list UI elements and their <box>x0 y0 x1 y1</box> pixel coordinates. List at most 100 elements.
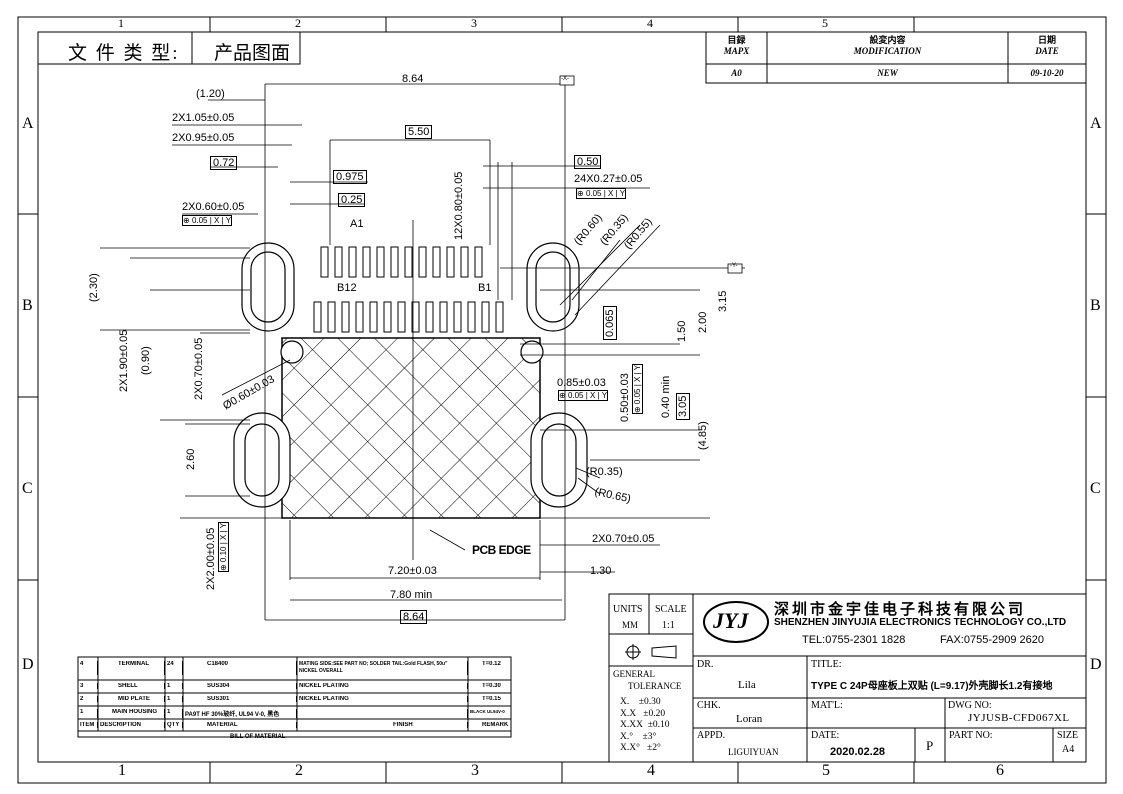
grid-row-c: C <box>22 480 33 497</box>
grid-row-b-right: B <box>1090 297 1101 314</box>
label-a1: A1 <box>350 218 364 230</box>
rev-mod: NEW <box>877 68 898 78</box>
dim-2-30: (2.30) <box>88 273 100 302</box>
dim-5-50: 5.50 <box>405 125 433 139</box>
matl-label: MAT'L: <box>811 700 843 711</box>
appd-label: APPD. <box>697 730 726 741</box>
grid-col-2-top: 2 <box>295 16 301 30</box>
dr-label: DR. <box>697 659 714 670</box>
size-label: SIZE <box>1057 730 1079 741</box>
label-b12: B12 <box>337 282 357 294</box>
grid-col-4: 4 <box>647 762 655 779</box>
grid-col-3: 3 <box>471 762 479 779</box>
title-value: TYPE C 24P母座板上双贴 (L=9.17)外壳脚长1.2有接地 <box>811 681 1053 692</box>
pcb-hatch <box>281 337 541 519</box>
dim-2-00: 2.00 <box>697 311 709 333</box>
dim-7-20: 7.20±0.03 <box>388 565 437 577</box>
grid-row-b: B <box>22 297 33 314</box>
dim-3-15: 3.15 <box>717 290 729 312</box>
fcf-2x060: ⊕ 0.05 | X | Y <box>182 215 233 226</box>
bom-row-3: 3 SHELL 1 SUS304 NICKEL PLATING T=0.30 <box>80 683 501 689</box>
radius-r035b: (R0.35) <box>586 466 623 478</box>
size-value: A4 <box>1062 744 1075 755</box>
bom-row-1: 1 MAIN HOUSING 1 PA9T HF 30%玻纤, UL94 V-0… <box>80 709 505 718</box>
rev-date: 09-10-20 <box>1030 68 1064 78</box>
dim-1-30: 1.30 <box>590 565 612 577</box>
date-label: DATE: <box>811 730 840 741</box>
dim-2x070-h: 2X0.70±0.05 <box>592 533 655 545</box>
general-label: GENERAL <box>613 669 655 679</box>
datum-x: -X- <box>561 76 569 82</box>
tolerance-table: X. ±0.30 X.X ±0.20 X.XX ±0.10 X.° ±3° X.… <box>620 697 670 753</box>
dim-2x060: 2X0.60±0.05 <box>182 201 245 213</box>
chk-label: CHK. <box>697 700 721 711</box>
grid-col-3-top: 3 <box>471 16 477 30</box>
grid-col-1-top: 1 <box>118 16 124 30</box>
company-fax: FAX:0755-2909 2620 <box>940 634 1044 646</box>
dim-8-64-top: 8.64 <box>402 73 424 85</box>
dim-7-80: 7.80 min <box>390 589 433 601</box>
title-label: TITLE: <box>811 659 842 670</box>
dim-2x190: 2X1.90±0.05 <box>118 329 130 392</box>
dim-4-85: (4.85) <box>697 421 709 450</box>
dim-2x105: 2X1.05±0.05 <box>172 112 235 124</box>
grid-ticks <box>18 17 1106 783</box>
grid-col-1: 1 <box>118 762 126 779</box>
bom-title: BILL OF MATERIAL <box>230 734 286 740</box>
dim-0-50: 0.50 <box>574 155 602 169</box>
company-name-cn: 深圳市金宇佳电子科技有限公司 <box>774 601 1027 618</box>
dwg-label: DWG NO: <box>948 700 992 711</box>
grid-col-6: 6 <box>996 762 1004 779</box>
datum-y: -Y- <box>730 263 738 269</box>
dim-0-90: (0.90) <box>140 346 152 375</box>
fcf-0-50b: ⊕ 0.05 | X | Y <box>632 363 643 414</box>
dim-1-50: 1.50 <box>676 320 688 342</box>
title-block-lines <box>608 593 1087 763</box>
dim-1-20: (1.20) <box>196 88 225 100</box>
bom-header-row: ITEM DESCRIPTION QTY MATERIAL FINISH REM… <box>80 722 509 728</box>
scale-label: SCALE <box>655 604 687 615</box>
grid-col-4-top: 4 <box>647 16 653 30</box>
dim-0-975: 0.975 <box>333 170 367 184</box>
grid-row-d: D <box>22 656 34 673</box>
rev-mark: A0 <box>731 68 742 78</box>
bom-row-4: 4 TERMINAL 24 C18400 MATING SIDE:SEE PAR… <box>80 661 501 675</box>
company-name-en: SHENZHEN JINYUJIA ELECTRONICS TECHNOLOGY… <box>774 617 1067 628</box>
units-label: UNITS <box>613 604 643 615</box>
p-label: P <box>926 738 934 753</box>
dim-0-40: 0.40 min <box>660 375 672 418</box>
grid-row-c-right: C <box>1090 480 1101 497</box>
dim-2x095: 2X0.95±0.05 <box>172 132 235 144</box>
dwg-value: JYJUSB-CFD067XL <box>968 712 1070 724</box>
bom-table-lines <box>77 656 512 738</box>
grid-row-a-right: A <box>1090 115 1102 132</box>
tolerance-label: TOLERANCE <box>628 681 682 691</box>
dim-8-64-bot: 8.64 <box>400 610 428 624</box>
appd-value: LIGUIYUAN <box>728 747 779 757</box>
fcf-24x027: ⊕ 0.05 | X | Y <box>576 188 627 199</box>
grid-col-5-top: 5 <box>822 16 828 30</box>
grid-col-2: 2 <box>295 762 303 779</box>
dim-2-60: 2.60 <box>185 448 197 470</box>
label-b1: B1 <box>478 282 492 294</box>
file-type-label: 文 件 类 型: <box>68 43 180 64</box>
dim-0-50b: 0.50±0.03 <box>619 373 631 422</box>
company-tel: TEL:0755-2301 1828 <box>802 634 906 646</box>
dim-12x080: 12X0.80±0.05 <box>453 171 465 240</box>
fcf-0-85: ⊕ 0.05 | X | Y <box>558 390 609 401</box>
scale-value: 1:1 <box>662 620 675 631</box>
fcf-2x200: ⊕ 0.10 | X | Y <box>218 521 229 572</box>
dr-value: Lila <box>738 679 756 691</box>
dim-3-05: 3.05 <box>676 392 690 420</box>
date-value: 2020.02.28 <box>830 746 886 758</box>
grid-row-d-right: D <box>1090 656 1102 673</box>
grid-col-5: 5 <box>822 762 830 779</box>
dim-2x200: 2X2.00±0.05 <box>205 527 217 590</box>
dim-0-25: 0.25 <box>338 193 366 207</box>
chk-value: Loran <box>736 713 763 725</box>
